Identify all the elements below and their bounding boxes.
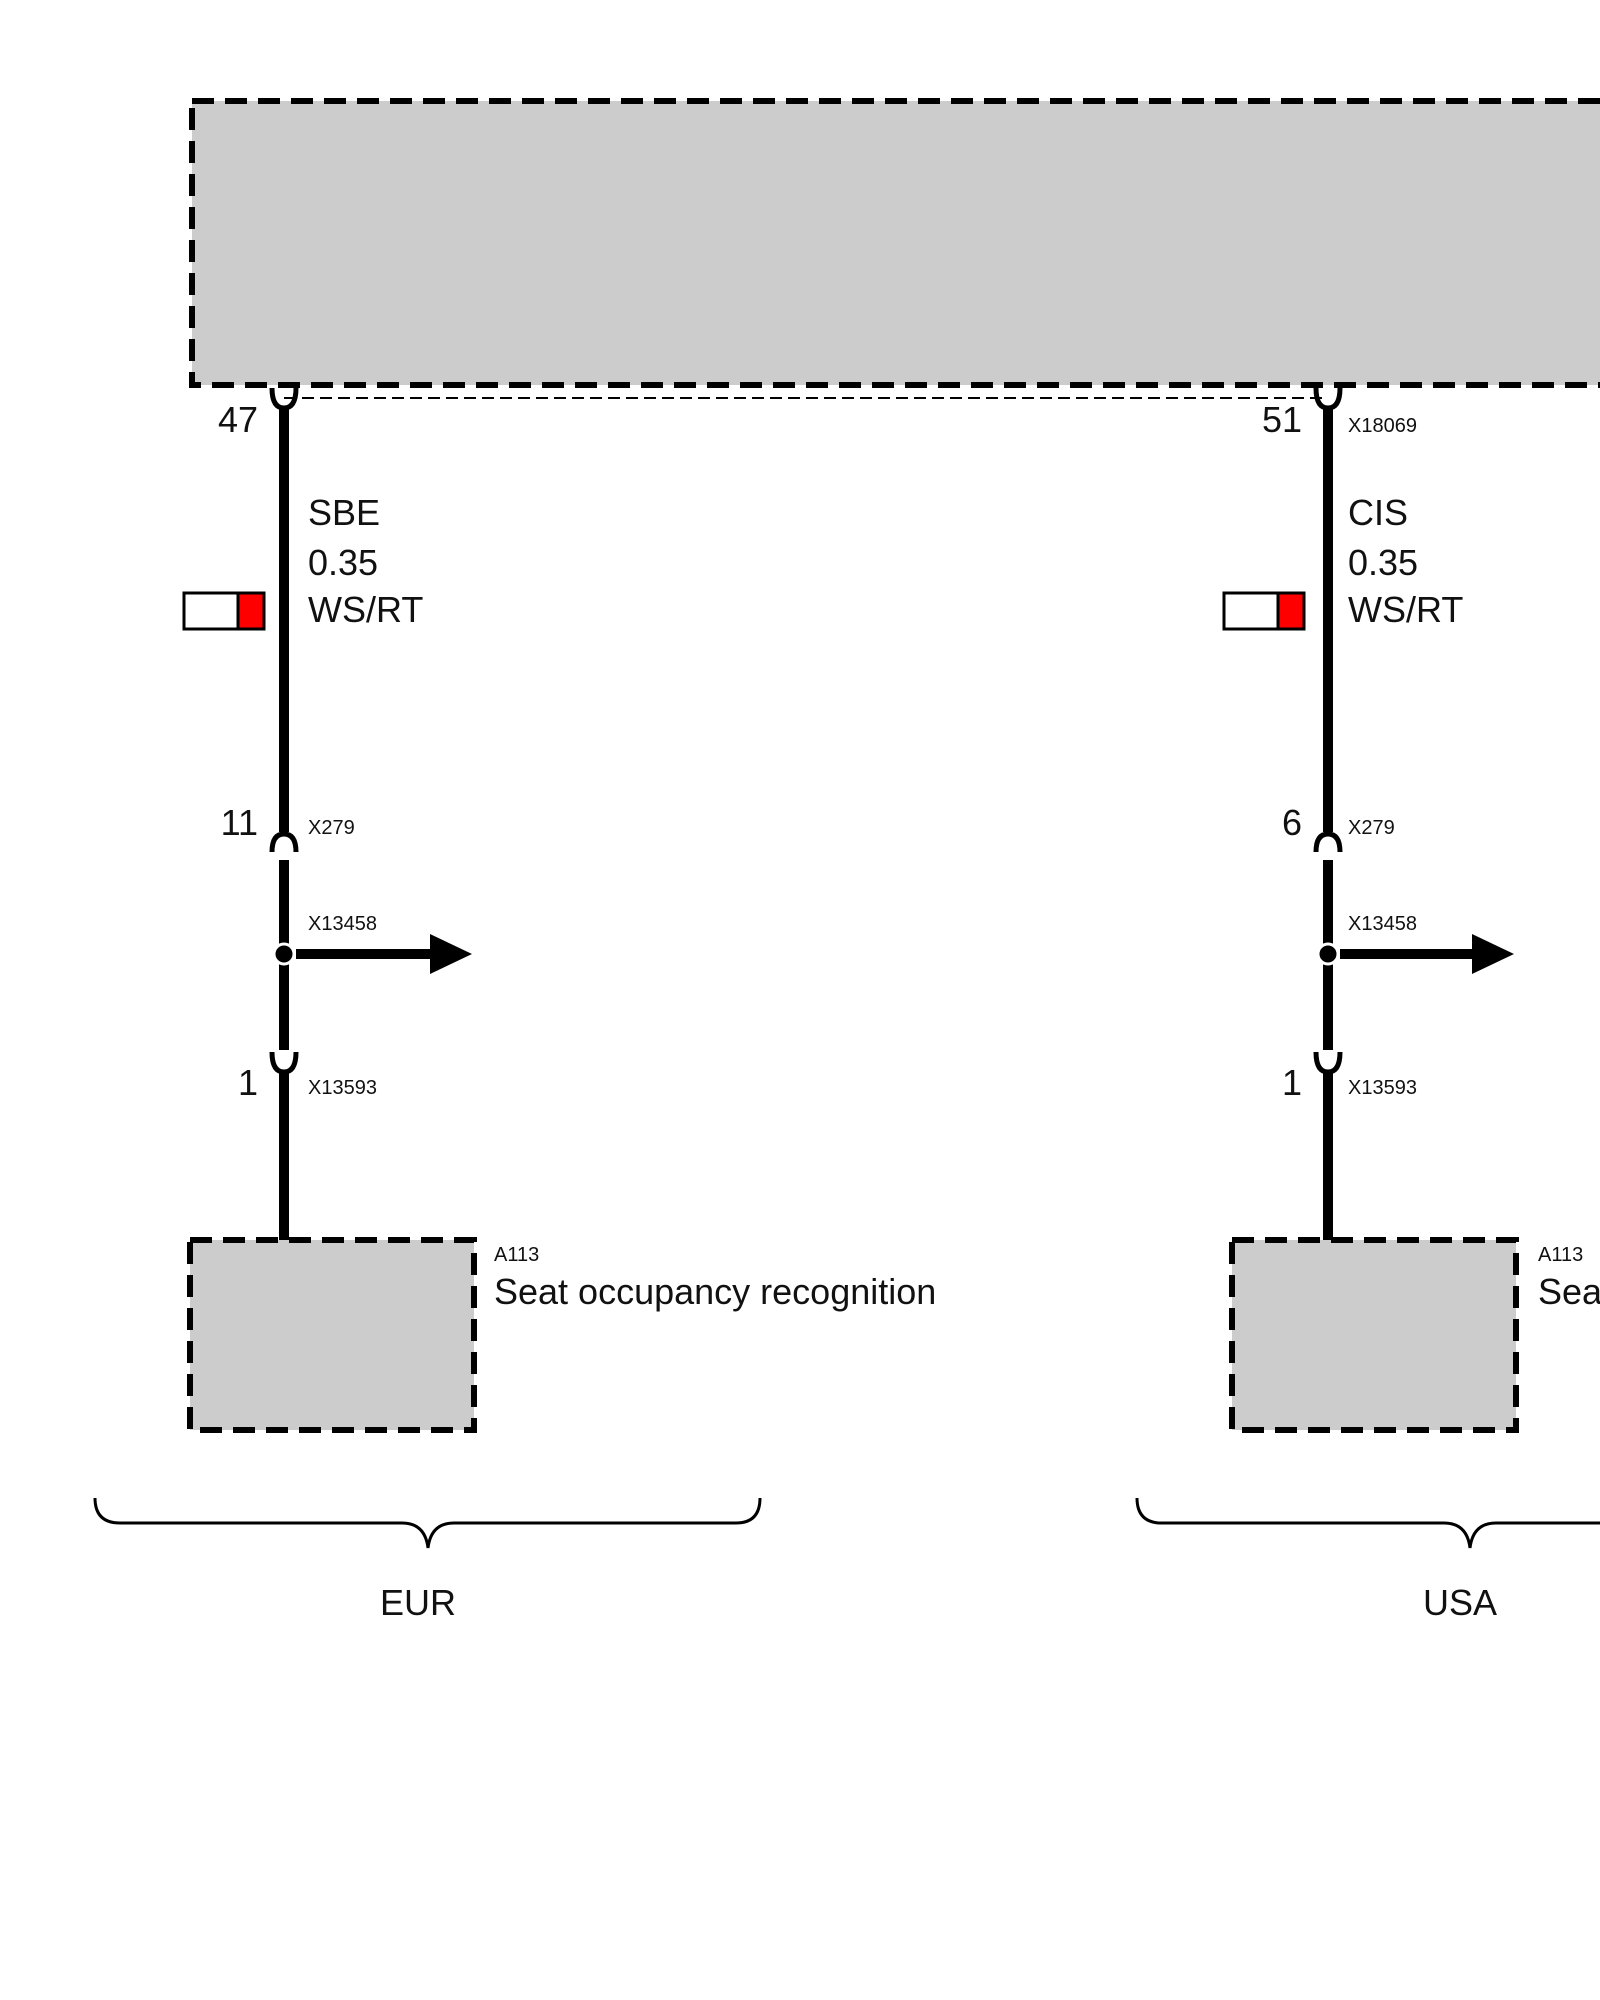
bottom-connector-id: X13593 bbox=[308, 1077, 377, 1099]
wire-color-swatch-red bbox=[236, 591, 266, 631]
wire-color-code: WS/RT bbox=[1348, 589, 1463, 630]
wire-color-swatch-white bbox=[182, 591, 240, 631]
variant-label: USA bbox=[1423, 1582, 1497, 1623]
control-module bbox=[189, 98, 1600, 388]
bottom-pin-connector-symbol bbox=[269, 1051, 299, 1075]
mid-pin-connector-symbol bbox=[1313, 831, 1343, 853]
component-id: A113 bbox=[1538, 1244, 1583, 1266]
component-box bbox=[1229, 1237, 1519, 1433]
mid-connector-id: X279 bbox=[1348, 817, 1395, 839]
wire-cross-section: 0.35 bbox=[308, 542, 378, 583]
mid-pin-number: 6 bbox=[1282, 802, 1302, 843]
variant-label: EUR bbox=[380, 1582, 456, 1623]
variant-brace bbox=[1135, 1497, 1600, 1549]
wire-color-code: WS/RT bbox=[308, 589, 423, 630]
splice-dot bbox=[1316, 942, 1340, 966]
component-box bbox=[187, 1237, 477, 1433]
splice-dot bbox=[272, 942, 296, 966]
bottom-pin-number: 1 bbox=[238, 1062, 258, 1103]
bottom-pin-number: 1 bbox=[1282, 1062, 1302, 1103]
signal-name: CIS bbox=[1348, 492, 1408, 533]
variant-brace bbox=[93, 1497, 762, 1549]
mid-pin-number: 11 bbox=[221, 802, 258, 843]
component-name: Seat occupancy recognition bbox=[494, 1271, 936, 1312]
top-pin-number: 51 bbox=[1262, 399, 1302, 440]
bottom-pin-connector-symbol bbox=[1313, 1051, 1343, 1075]
component-id: A113 bbox=[494, 1244, 539, 1266]
splice-arrow-head bbox=[1472, 934, 1514, 974]
top-connector-id: X18069 bbox=[1348, 415, 1417, 437]
wire-cross-section: 0.35 bbox=[1348, 542, 1418, 583]
branch-eur: 47 SBE 0.35 WS/RT 11 X279 X13458 1 X1359… bbox=[93, 387, 936, 1623]
splice-arrow-head bbox=[430, 934, 472, 974]
bottom-connector-id: X13593 bbox=[1348, 1077, 1417, 1099]
top-pin-number: 47 bbox=[218, 399, 258, 440]
splice-id: X13458 bbox=[1348, 913, 1417, 935]
mid-pin-connector-symbol bbox=[269, 831, 299, 853]
component-name: Sea bbox=[1538, 1271, 1600, 1312]
wire-color-swatch-white bbox=[1222, 591, 1280, 631]
wire-color-swatch-red bbox=[1276, 591, 1306, 631]
mid-connector-id: X279 bbox=[308, 817, 355, 839]
signal-name: SBE bbox=[308, 492, 380, 533]
splice-id: X13458 bbox=[308, 913, 377, 935]
branch-usa: 51 X18069 CIS 0.35 WS/RT 6 X279 X13458 1… bbox=[1135, 387, 1600, 1623]
